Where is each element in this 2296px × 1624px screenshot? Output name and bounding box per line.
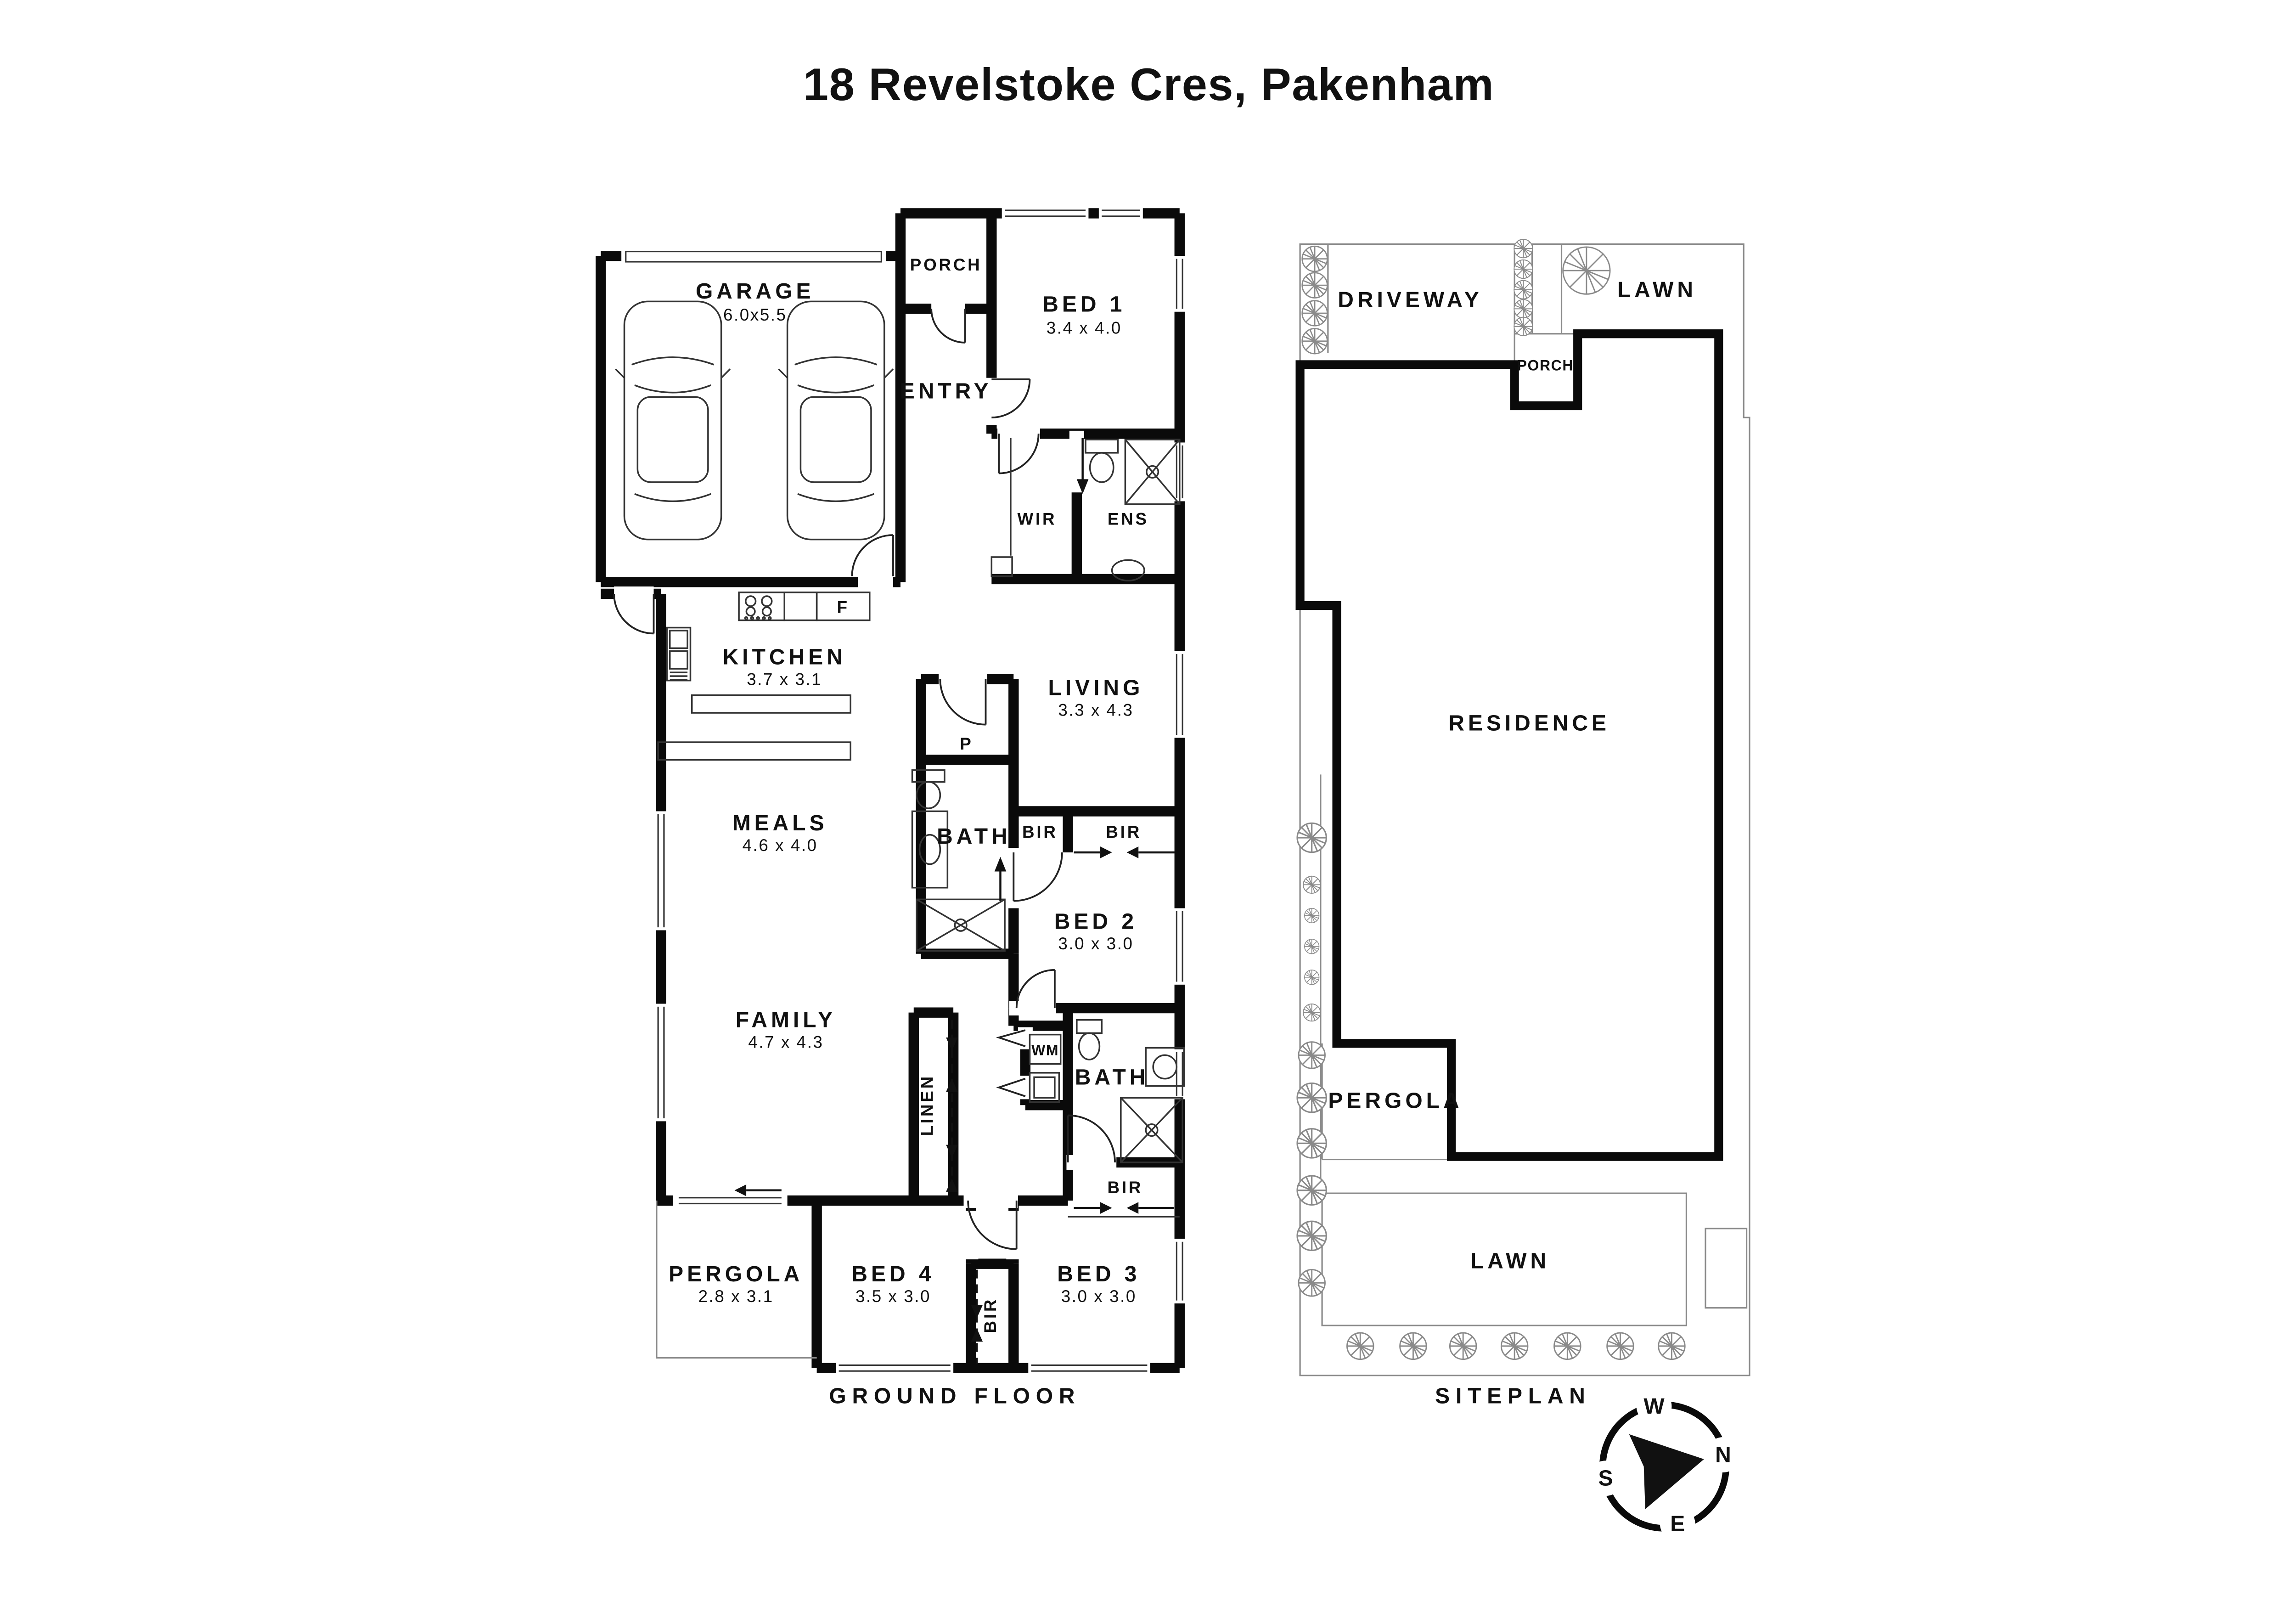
- room-label-bed4: BED 4: [851, 1262, 934, 1286]
- porch-entry-door: [930, 309, 966, 344]
- siteplan: DRIVEWAY LAWN PORCH RESIDENCE PERGOLA LA…: [1295, 239, 1750, 1409]
- door-arcs: [613, 309, 1116, 1250]
- compass: W N S E: [1588, 1388, 1741, 1542]
- room-dims-meals: 4.6 x 4.0: [743, 836, 818, 855]
- rear-lawn: [1321, 1192, 1688, 1326]
- garage-door-panel: [625, 250, 882, 263]
- car-icon: [614, 300, 731, 541]
- label-ens: ENS: [1108, 510, 1149, 529]
- ens-fixtures: [1085, 439, 1181, 581]
- floorplan: GARAGE 6.0x5.5 PORCH BED 1 3.4 x 4.0 ENT…: [596, 206, 1187, 1409]
- room-dims-bed3: 3.0 x 3.0: [1061, 1287, 1137, 1306]
- label-residence: RESIDENCE: [1448, 711, 1610, 735]
- label-linen: LINEN: [917, 1074, 936, 1136]
- label-site-pergola: PERGOLA: [1328, 1089, 1463, 1113]
- label-fridge: F: [837, 598, 850, 617]
- label-rear-lawn: LAWN: [1470, 1249, 1550, 1273]
- wir-door: [998, 434, 1040, 474]
- site-boundary: [1299, 243, 1750, 1376]
- garage-kitchen-door: [851, 534, 894, 576]
- room-dims-garage: 6.0x5.5: [723, 305, 787, 324]
- label-bir4: BIR: [981, 1297, 1000, 1333]
- fixtures: [614, 300, 1185, 1163]
- page-title: 18 Revelstoke Cres, Pakenham: [803, 59, 1494, 110]
- bed1-door: [991, 378, 1031, 418]
- siteplan-labels: DRIVEWAY LAWN PORCH RESIDENCE PERGOLA LA…: [1328, 278, 1697, 1409]
- room-label-bed1: BED 1: [1042, 293, 1125, 317]
- tree-icon: [1562, 246, 1611, 295]
- room-dims-bed1: 3.4 x 4.0: [1047, 319, 1122, 338]
- floorplan-labels: GARAGE 6.0x5.5 PORCH BED 1 3.4 x 4.0 ENT…: [669, 255, 1149, 1409]
- wall-openings: [614, 206, 1187, 1376]
- room-label-pergola: PERGOLA: [669, 1262, 803, 1286]
- kitchen-cabinet-icon: [666, 626, 692, 682]
- side-exterior-door: [613, 593, 655, 635]
- laundry-bifold-doors: [996, 1029, 1026, 1097]
- label-pantry: P: [960, 734, 973, 753]
- room-label-kitchen: KITCHEN: [723, 645, 846, 670]
- label-front-lawn: LAWN: [1617, 278, 1697, 302]
- car-icon: [777, 300, 894, 541]
- label-wm: WM: [1031, 1042, 1059, 1058]
- site-plants: [1296, 239, 1686, 1360]
- fridge-space: [816, 591, 871, 621]
- label-site-porch: PORCH: [1517, 357, 1574, 374]
- label-bath1: BATH: [937, 824, 1011, 849]
- compass-s: S: [1598, 1466, 1613, 1491]
- room-dims-living: 3.3 x 4.3: [1058, 700, 1133, 719]
- bath2-door: [1067, 1114, 1116, 1162]
- room-label-living: LIVING: [1048, 676, 1143, 700]
- kitchen-bench: [657, 741, 851, 761]
- windows: [625, 209, 1183, 1372]
- label-entry: ENTRY: [900, 379, 992, 403]
- arrows: [734, 438, 1176, 1364]
- room-dims-pergola: 2.8 x 3.1: [698, 1287, 774, 1306]
- label-bir1: BIR: [1022, 823, 1058, 841]
- cooktop-icon: [738, 591, 818, 621]
- wir-shelves: [990, 438, 1013, 577]
- bath2-fixtures: [1076, 1019, 1185, 1163]
- pergola-outline: [656, 1201, 817, 1359]
- bath1-fixtures: [911, 769, 1006, 952]
- label-bir2: BIR: [1106, 823, 1142, 841]
- compass-needle: [1629, 1434, 1704, 1509]
- kitchen-island-bench: [691, 694, 851, 714]
- compass-e: E: [1670, 1512, 1685, 1536]
- label-bath2: BATH: [1075, 1065, 1149, 1089]
- residence-outline: [1295, 329, 1723, 1161]
- compass-w: W: [1643, 1394, 1665, 1419]
- room-dims-bed4: 3.5 x 3.0: [855, 1287, 931, 1306]
- label-wir: WIR: [1018, 510, 1057, 529]
- room-label-bed3: BED 3: [1057, 1262, 1140, 1286]
- bed2-door: [1015, 969, 1056, 1009]
- room-dims-bed2: 3.0 x 3.0: [1058, 934, 1133, 953]
- room-label-meals: MEALS: [732, 811, 828, 835]
- label-driveway: DRIVEWAY: [1338, 288, 1482, 312]
- pantry-door: [939, 679, 987, 726]
- floorplan-caption: GROUND FLOOR: [829, 1384, 1080, 1409]
- room-label-bed2: BED 2: [1054, 909, 1137, 934]
- room-label-family: FAMILY: [736, 1008, 836, 1032]
- family-sliding-door: [678, 1197, 782, 1205]
- room-dims-kitchen: 3.7 x 3.1: [747, 670, 822, 688]
- label-porch: PORCH: [910, 255, 982, 274]
- bir-door: [1013, 852, 1063, 902]
- shed: [1705, 1228, 1748, 1309]
- laundry-fixtures: [1029, 1033, 1062, 1103]
- siteplan-caption: SITEPLAN: [1435, 1384, 1591, 1409]
- hall-lobby-door: [967, 1201, 1018, 1250]
- compass-n: N: [1715, 1443, 1731, 1467]
- label-bir3: BIR: [1108, 1178, 1143, 1197]
- room-dims-family: 4.7 x 4.3: [748, 1032, 823, 1051]
- room-label-garage: GARAGE: [696, 279, 815, 304]
